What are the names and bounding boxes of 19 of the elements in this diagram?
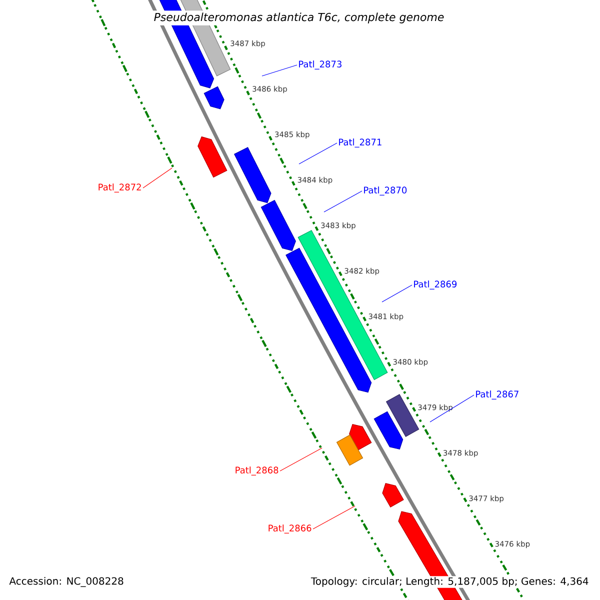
gene-label: Patl_2871 — [339, 138, 382, 148]
leader-line — [312, 506, 356, 530]
leader-line — [298, 142, 338, 164]
leader-line — [262, 64, 298, 76]
gene-label: Patl_2868 — [236, 466, 278, 476]
leader-line — [324, 190, 362, 212]
leader-line — [280, 448, 322, 472]
gene-label: Patl_2866 — [268, 524, 312, 534]
leader-line — [142, 168, 172, 188]
gene-label: Patl_2872 — [98, 184, 141, 192]
leader-line — [382, 284, 412, 302]
gene-label: Patl_2870 — [364, 186, 407, 196]
gene-label: Patl_2869 — [414, 280, 457, 290]
gene-label: Patl_2867 — [476, 390, 518, 400]
gene-label: Patl_2873 — [299, 60, 342, 70]
title: Pseudoalteromonas atlantica T6c, complete genome — [152, 10, 446, 26]
footer-text: Accession: NC_008228 — [9, 577, 124, 587]
footer-text: Topology: circular; Length: 5,187,005 bp; Genes: 4,364 — [310, 576, 590, 588]
leader-line — [430, 394, 474, 422]
